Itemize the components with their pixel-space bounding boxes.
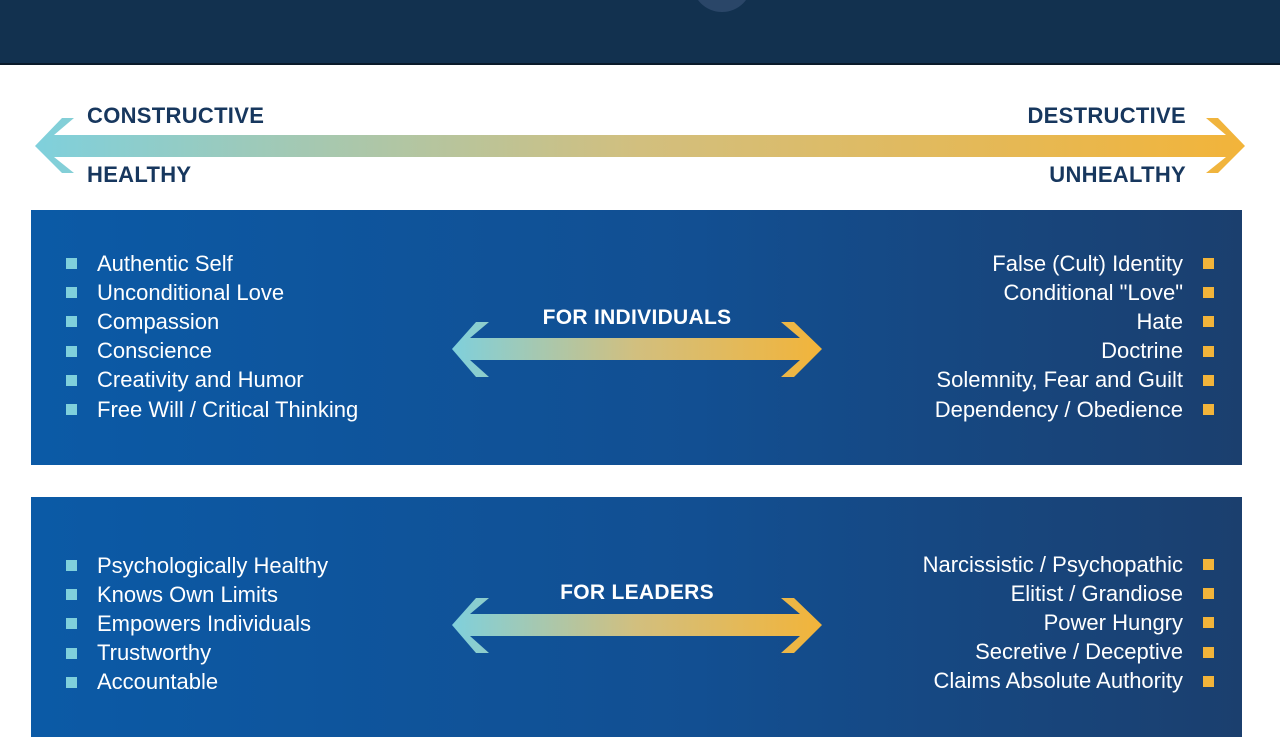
list-item: Dependency / Obedience	[935, 395, 1214, 424]
bullet-icon	[1203, 374, 1214, 386]
header-bar	[0, 0, 1280, 65]
leaders-healthy-list: Psychologically Healthy Knows Own Limits…	[66, 551, 328, 697]
leaders-unhealthy-list: Narcissistic / Psychopathic Elitist / Gr…	[923, 550, 1214, 696]
list-item: Elitist / Grandiose	[923, 579, 1214, 608]
list-item: Accountable	[66, 668, 328, 697]
bullet-icon	[66, 404, 77, 416]
bullet-icon	[1203, 258, 1214, 270]
item-text: Dependency / Obedience	[934, 396, 1183, 422]
item-text: Doctrine	[1101, 338, 1183, 364]
item-text: Secretive / Deceptive	[975, 639, 1183, 665]
bullet-icon	[1203, 404, 1214, 416]
item-text: Elitist / Grandiose	[1010, 580, 1183, 606]
list-item: Creativity and Humor	[66, 366, 358, 395]
item-text: Solemnity, Fear and Guilt	[936, 367, 1183, 393]
list-item: Unconditional Love	[66, 278, 358, 307]
item-text: Power Hungry	[1043, 609, 1183, 635]
individuals-panel	[31, 210, 1242, 465]
leaders-title: FOR LEADERS	[560, 581, 714, 604]
healthy-label: HEALTHY	[87, 162, 192, 187]
individuals-healthy-list: Authentic Self Unconditional Love Compas…	[66, 249, 358, 424]
list-item: Empowers Individuals	[66, 609, 328, 638]
item-text: Narcissistic / Psychopathic	[922, 551, 1183, 577]
item-text: False (Cult) Identity	[992, 250, 1183, 276]
destructive-label: DESTRUCTIVE	[1027, 103, 1186, 128]
bullet-icon	[66, 316, 77, 328]
bullet-icon	[66, 676, 77, 688]
list-item: Compassion	[66, 307, 358, 336]
bullet-icon	[66, 560, 77, 572]
item-text: Claims Absolute Authority	[933, 668, 1183, 694]
bullet-icon	[1203, 316, 1214, 328]
constructive-label: CONSTRUCTIVE	[87, 103, 265, 128]
list-item: Power Hungry	[923, 608, 1214, 637]
bullet-icon	[1203, 345, 1214, 357]
bullet-icon	[66, 287, 77, 299]
item-text: Accountable	[97, 669, 219, 695]
bullet-icon	[66, 374, 77, 386]
list-item: Secretive / Deceptive	[923, 638, 1214, 667]
item-text: Empowers Individuals	[97, 610, 311, 636]
list-item: Solemnity, Fear and Guilt	[935, 366, 1214, 395]
item-text: Authentic Self	[97, 250, 233, 276]
individuals-arrow	[452, 322, 822, 377]
bullet-icon	[1203, 646, 1214, 658]
item-text: Compassion	[97, 308, 220, 334]
item-text: Creativity and Humor	[97, 367, 304, 393]
leaders-arrow	[452, 598, 822, 653]
item-text: Free Will / Critical Thinking	[97, 396, 359, 422]
item-text: Conscience	[97, 338, 212, 364]
bullet-icon	[66, 589, 77, 601]
item-text: Unconditional Love	[97, 279, 285, 305]
list-item: Conditional "Love"	[935, 278, 1214, 307]
list-item: Authentic Self	[66, 249, 358, 278]
list-item: Doctrine	[935, 337, 1214, 366]
bullet-icon	[66, 618, 77, 630]
spectrum-arrow	[35, 118, 1245, 173]
item-text: Knows Own Limits	[97, 581, 278, 607]
list-item: Claims Absolute Authority	[923, 667, 1214, 696]
bullet-icon	[66, 258, 77, 270]
bullet-icon	[1203, 588, 1214, 600]
list-item: Psychologically Healthy	[66, 551, 328, 580]
bullet-icon	[66, 345, 77, 357]
individuals-title: FOR INDIVIDUALS	[542, 306, 732, 329]
list-item: False (Cult) Identity	[935, 249, 1214, 278]
item-text: Psychologically Healthy	[97, 552, 329, 578]
list-item: Hate	[935, 307, 1214, 336]
bullet-icon	[66, 647, 77, 659]
individuals-unhealthy-list: False (Cult) Identity Conditional "Love"…	[935, 249, 1214, 424]
bullet-icon	[1203, 287, 1214, 299]
item-text: Conditional "Love"	[1003, 279, 1183, 305]
item-text: Trustworthy	[97, 640, 212, 666]
item-text: Hate	[1136, 308, 1183, 334]
unhealthy-label: UNHEALTHY	[1049, 162, 1186, 187]
list-item: Narcissistic / Psychopathic	[923, 550, 1214, 579]
list-item: Trustworthy	[66, 639, 328, 668]
bullet-icon	[1203, 617, 1214, 629]
list-item: Knows Own Limits	[66, 580, 328, 609]
bullet-icon	[1203, 675, 1214, 687]
bullet-icon	[1203, 559, 1214, 571]
list-item: Conscience	[66, 337, 358, 366]
list-item: Free Will / Critical Thinking	[66, 395, 358, 424]
